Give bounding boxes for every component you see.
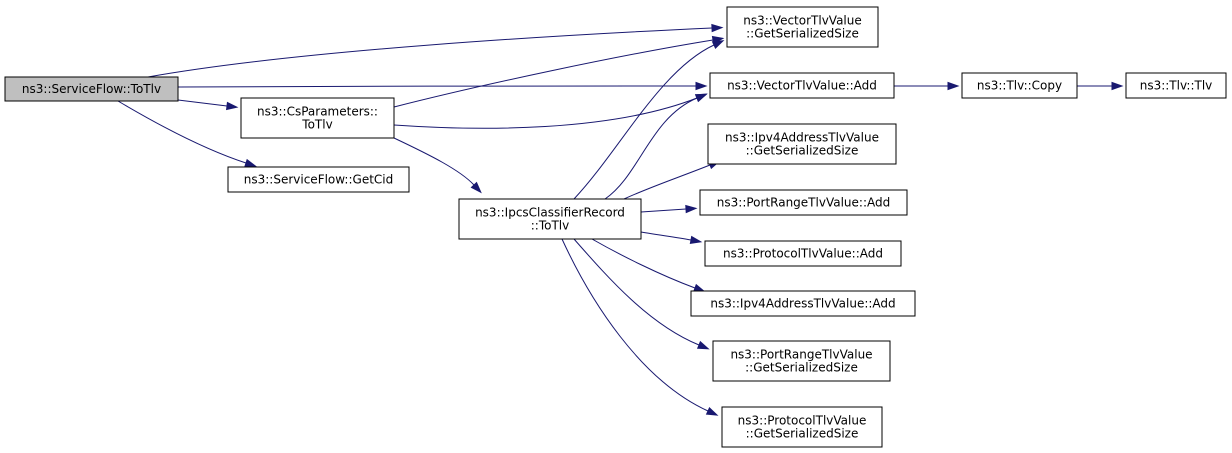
node-portrange-getsize[interactable]: ns3::PortRangeTlvValue::GetSerializedSiz… [712, 340, 891, 382]
node-csparam-totlv[interactable]: ns3::CsParameters::ToTlv [240, 97, 395, 139]
node-vec-add[interactable]: ns3::VectorTlvValue::Add [709, 72, 895, 99]
edge-ipcs_totlv-to-vec_add [604, 93, 708, 200]
edge-sf_totlv-to-vec_add [177, 81, 708, 91]
edge-line [147, 27, 713, 78]
node-box [690, 290, 916, 317]
edge-line [591, 238, 696, 289]
node-box [4, 76, 179, 102]
node-vec-getsize[interactable]: ns3::VectorTlvValue::GetSerializedSize [726, 6, 879, 48]
node-label-line: ns3::VectorTlvValue [743, 14, 862, 28]
node-sf-getcid[interactable]: ns3::ServiceFlow::GetCid [227, 166, 410, 193]
node-label-line: ::ToTlv [531, 219, 569, 233]
edge-line [393, 97, 698, 129]
edge-ipcs_totlv-to-vec_getsize [573, 40, 725, 200]
arrowhead-icon [695, 81, 708, 91]
node-ipcs-totlv[interactable]: ns3::IpcsClassifierRecord::ToTlv [458, 198, 642, 240]
node-box [227, 166, 410, 193]
node-box [726, 6, 879, 48]
node-box [240, 97, 395, 139]
arrowhead-icon [705, 406, 719, 416]
edge-csparam_totlv-to-vec_add [393, 93, 708, 129]
node-label-line: ns3::PortRangeTlvValue [730, 348, 872, 362]
edge-line [393, 39, 714, 108]
node-box [721, 406, 883, 448]
edges-layer [117, 23, 1124, 416]
edge-csparam_totlv-to-ipcs_totlv [393, 137, 482, 194]
edge-line [573, 44, 715, 200]
node-box [458, 198, 642, 240]
node-label-line: ns3::Ipv4AddressTlvValue [725, 131, 879, 145]
node-box [707, 123, 897, 165]
arrowhead-icon [711, 23, 724, 33]
edge-line [177, 99, 228, 107]
node-label-line: ns3::PortRangeTlvValue::Add [717, 196, 890, 210]
edge-line [561, 238, 709, 412]
edge-line [640, 208, 687, 213]
node-label-line: ns3::IpcsClassifierRecord [475, 206, 625, 220]
edge-tlv_copy-to-tlv_tlv [1076, 81, 1124, 91]
arrowhead-icon [1111, 81, 1124, 91]
node-box [1125, 72, 1227, 99]
arrowhead-icon [244, 158, 257, 167]
arrowhead-icon [689, 235, 703, 245]
node-label-line: ToTlv [301, 118, 332, 132]
node-tlv-tlv[interactable]: ns3::Tlv::Tlv [1125, 72, 1227, 99]
node-label-line: ::GetSerializedSize [746, 144, 859, 158]
node-box [961, 72, 1078, 99]
node-protocol-add[interactable]: ns3::ProtocolTlvValue::Add [704, 240, 902, 267]
node-label-line: ns3::Ipv4AddressTlvValue::Add [710, 297, 895, 311]
node-portrange-add[interactable]: ns3::PortRangeTlvValue::Add [699, 189, 908, 216]
node-label-line: ::GetSerializedSize [746, 427, 859, 441]
edge-ipcs_totlv-to-ipv4_add [591, 238, 706, 293]
edge-sf_totlv-to-sf_getcid [117, 100, 257, 167]
arrowhead-icon [711, 40, 725, 50]
node-label-line: ::GetSerializedSize [745, 361, 858, 375]
arrowhead-icon [693, 283, 706, 293]
node-protocol-getsize[interactable]: ns3::ProtocolTlvValue::GetSerializedSize [721, 406, 883, 448]
node-label-line: ns3::ServiceFlow::ToTlv [22, 82, 161, 96]
node-box [699, 189, 908, 216]
arrowhead-icon [947, 81, 960, 91]
node-tlv-copy[interactable]: ns3::Tlv::Copy [961, 72, 1078, 99]
arrowhead-icon [470, 181, 482, 194]
node-label-line: ns3::VectorTlvValue::Add [727, 79, 877, 93]
node-label-line: ns3::Tlv::Copy [977, 79, 1062, 93]
arrowhead-icon [696, 340, 710, 350]
arrowhead-icon [226, 101, 239, 111]
node-box [704, 240, 902, 267]
node-sf-totlv[interactable]: ns3::ServiceFlow::ToTlv [4, 76, 179, 102]
node-ipv4-getsize[interactable]: ns3::Ipv4AddressTlvValue::GetSerializedS… [707, 123, 897, 165]
edge-ipcs_totlv-to-portrange_add [640, 204, 698, 214]
node-ipv4-add[interactable]: ns3::Ipv4AddressTlvValue::Add [690, 290, 916, 317]
edge-line [623, 164, 711, 200]
edge-ipcs_totlv-to-portrange_getsize [573, 238, 710, 350]
edge-vec_add-to-tlv_copy [893, 81, 960, 91]
edge-csparam_totlv-to-vec_getsize [393, 35, 725, 108]
edge-ipcs_totlv-to-protocol_add [640, 231, 703, 245]
node-label-line: ::GetSerializedSize [746, 27, 859, 41]
edge-line [393, 137, 475, 186]
edge-ipcs_totlv-to-protocol_getsize [561, 238, 719, 416]
node-box [709, 72, 895, 99]
edge-line [573, 238, 700, 346]
node-label-line: ns3::ProtocolTlvValue [738, 414, 867, 428]
edge-sf_totlv-to-csparam_totlv [177, 99, 239, 111]
nodes-layer: ns3::ServiceFlow::ToTlvns3::CsParameters… [4, 6, 1227, 448]
arrowhead-icon [694, 93, 708, 103]
node-label-line: ns3::ServiceFlow::GetCid [244, 173, 393, 187]
node-label-line: ns3::CsParameters:: [257, 105, 378, 119]
edge-line [117, 100, 247, 164]
node-label-line: ns3::Tlv::Tlv [1140, 79, 1213, 93]
arrowhead-icon [685, 204, 698, 214]
edge-line [604, 97, 698, 200]
node-label-line: ns3::ProtocolTlvValue::Add [723, 247, 883, 261]
edge-line [640, 231, 692, 241]
node-box [712, 340, 891, 382]
edge-sf_totlv-to-vec_getsize [147, 23, 724, 78]
edge-line [177, 85, 697, 88]
